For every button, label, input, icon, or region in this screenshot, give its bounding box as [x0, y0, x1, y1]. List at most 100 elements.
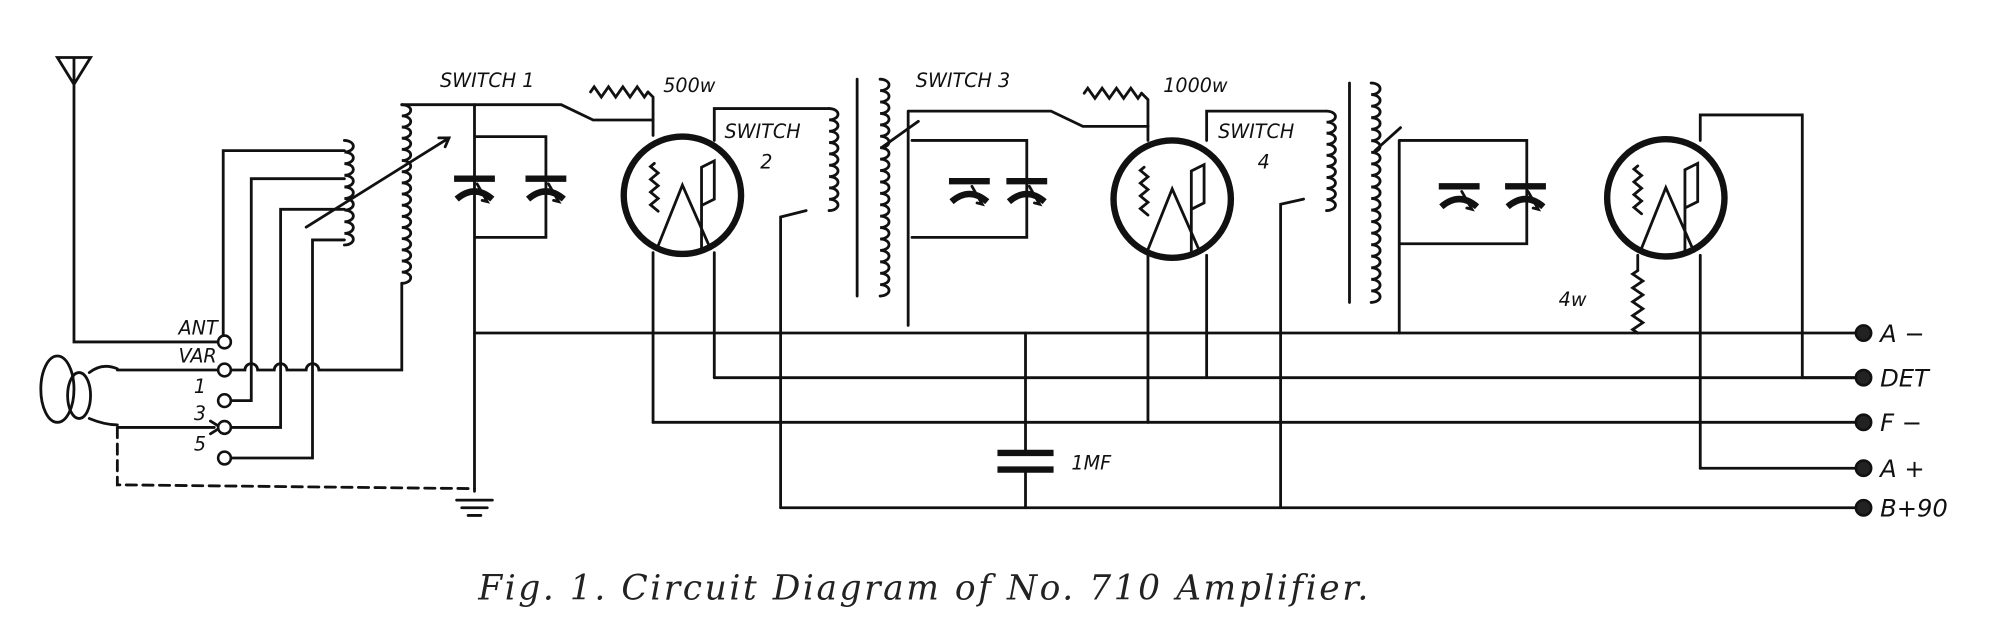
variable-capacitor-1b [525, 175, 567, 204]
wiring [39, 56, 1858, 517]
switch-1-label: SWITCH 1 [440, 69, 534, 92]
tube-1-leads [651, 107, 831, 424]
output-terminal-2[interactable]: F − [1854, 409, 1922, 437]
switch-4-number: 4 [1258, 150, 1270, 173]
vacuum-tube-2 [1110, 137, 1235, 261]
tap-5 [228, 238, 346, 460]
capacitor-plate [1006, 190, 1047, 205]
tube-grid [1138, 165, 1151, 217]
resistor-1000-label: 1000w [1163, 74, 1228, 97]
variable-capacitor-1a [454, 175, 495, 204]
input-terminal-label: VAR [179, 344, 217, 367]
terminal-post-icon [1854, 413, 1873, 432]
capacitor-plate [454, 188, 495, 202]
tube-plate [700, 158, 716, 251]
variable-arrow-icon [970, 184, 985, 207]
output-terminals: A − DET F − A + B+90 [1854, 320, 1948, 523]
coil-transformer-3-secondary [1369, 81, 1382, 304]
variable-capacitor-3a [1438, 183, 1480, 212]
switch-2-number: 2 [760, 150, 772, 173]
input-terminals: ANT VAR 1 3 5 [177, 316, 233, 466]
coil-transformer-3-primary [1325, 109, 1337, 212]
terminal-post-icon [216, 362, 233, 378]
output-terminal-label: A + [1878, 455, 1925, 483]
switch-3-label: SWITCH 3 [916, 69, 1010, 92]
tube-plate [1189, 162, 1206, 255]
input-terminal-var[interactable]: VAR [179, 344, 233, 378]
capacitor-plate [949, 190, 990, 205]
coil-transformer-2-primary [827, 107, 840, 212]
variable-arrow-icon [1027, 184, 1043, 207]
resistor-500-lead [646, 90, 655, 122]
output-terminal-1[interactable]: DET [1854, 365, 1931, 393]
tube-envelope [1110, 137, 1235, 261]
coil-antenna-tuner [400, 103, 413, 285]
switch-2-label: SWITCH [724, 120, 800, 143]
tube-grid [648, 161, 661, 213]
tap-var [228, 281, 404, 372]
tuning-1-wires [473, 103, 548, 493]
terminal-post-icon [1854, 324, 1873, 342]
coil-variocoupler-rotor [342, 139, 355, 247]
capacitor-1mf-label: 1MF [1071, 452, 1112, 475]
tube-3-leads [1636, 113, 1858, 470]
resistor-1000-lead [1140, 91, 1150, 128]
output-terminal-3[interactable]: A + [1854, 455, 1925, 483]
input-terminal-5[interactable]: 5 [194, 432, 233, 466]
antenna-icon [54, 56, 219, 344]
input-terminal-1[interactable]: 1 [194, 375, 233, 409]
switch-1-wire [400, 103, 655, 137]
terminal-post-icon [216, 392, 233, 409]
output-terminal-label: A − [1878, 320, 1925, 348]
capacitor-plate [1439, 195, 1480, 210]
output-terminal-0[interactable]: A − [1854, 320, 1925, 348]
ground-icon [455, 498, 494, 517]
tube-envelope [620, 133, 745, 258]
terminal-post-icon [1854, 498, 1873, 517]
input-terminal-label: 5 [194, 432, 206, 455]
output-terminal-label: DET [1880, 365, 1931, 393]
terminal-post-icon [216, 450, 233, 466]
tube-2-leads [1146, 109, 1328, 424]
variable-capacitor-3b [1505, 183, 1546, 212]
capacitor-plate [997, 449, 1054, 473]
output-terminal-4[interactable]: B+90 [1854, 495, 1948, 523]
components [342, 77, 1728, 335]
headset-leads [115, 368, 219, 429]
variable-capacitor-2a [948, 178, 990, 207]
capacitors [454, 175, 1546, 473]
input-terminal-ant[interactable]: ANT [177, 316, 233, 350]
stage-3-wires [1397, 139, 1529, 335]
terminal-post-icon [1854, 459, 1873, 478]
variocoupler-arrow [304, 136, 452, 229]
variable-arrow-icon [547, 182, 562, 204]
switch-4-arm [1279, 197, 1305, 510]
vacuum-tube-3 [1603, 135, 1728, 260]
terminal-post-icon [216, 419, 233, 436]
tube-grid [1631, 164, 1644, 216]
variable-capacitor-2b [1006, 178, 1048, 207]
input-terminal-3[interactable]: 3 [194, 402, 233, 436]
tube-plate [1683, 161, 1700, 253]
input-terminal-label: 3 [194, 402, 206, 425]
terminal-post-icon [216, 334, 233, 350]
tap-3 [228, 207, 346, 429]
output-terminal-label: F − [1880, 409, 1922, 437]
capacitor-plate [525, 188, 566, 202]
headphones-icon [39, 354, 119, 427]
capacitor-1mf [997, 449, 1054, 473]
capacitor-plate [1505, 195, 1546, 210]
vacuum-tube-1 [620, 133, 745, 258]
input-terminal-label: 1 [194, 375, 206, 398]
resistor-4-label: 4w [1559, 288, 1587, 311]
input-terminal-label: ANT [177, 316, 219, 339]
terminal-post-icon [1854, 368, 1873, 387]
resistor-4 [1630, 269, 1646, 335]
output-terminal-label: B+90 [1880, 495, 1948, 523]
switch-4-label: SWITCH [1218, 120, 1294, 143]
figure-caption: Fig. 1. Circuit Diagram of No. 710 Ampli… [477, 569, 1371, 609]
tap-1 [228, 177, 346, 403]
variable-arrow-icon [475, 182, 491, 204]
